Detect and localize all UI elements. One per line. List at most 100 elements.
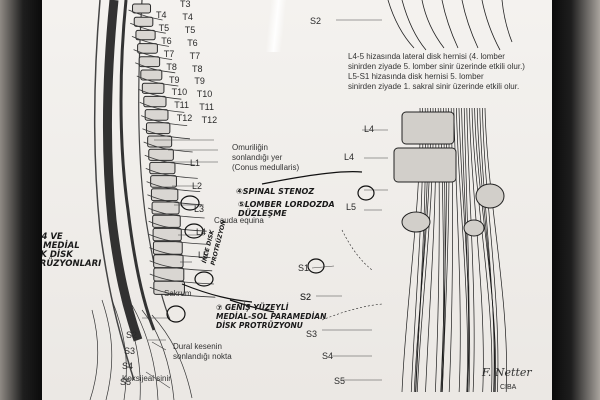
thoracic-level-label: T11 (199, 102, 215, 113)
thoracic-level-label: T8 (192, 63, 203, 74)
vertebral-body (138, 56, 161, 68)
right-l4-label-lower: L4 (344, 152, 355, 162)
thoracic-level-label: T4 (182, 11, 193, 22)
cauda-strand (458, 107, 471, 393)
cauda-strand (453, 107, 461, 393)
vertebral-body (151, 201, 180, 215)
vertebral-body (144, 109, 169, 121)
right-s3-label: S3 (306, 329, 318, 339)
nerve-root (146, 181, 201, 192)
coccygeal-nerve-label: Koksijeal sinir (122, 374, 171, 383)
thoracic-level-label: T10 (196, 89, 213, 100)
vertebral-body (132, 3, 152, 14)
thoracic-level-label-left: T11 (174, 100, 190, 111)
vertebral-body (150, 175, 177, 188)
dural-sac-end-label: Dural kesenin sonlandığı nokta (173, 342, 232, 361)
right-s2-label: S2 (300, 292, 312, 302)
cauda-strand (471, 107, 493, 393)
thoracic-level-label: T6 (187, 37, 198, 48)
nerve-root (143, 141, 193, 153)
nerve-root (141, 115, 188, 126)
cauda-strand (484, 107, 507, 393)
lumbar-level-label: L4 (196, 227, 207, 237)
cauda-strand (479, 107, 495, 393)
s1-left-label: S1 (298, 263, 310, 273)
thoracic-level-label-left: T8 (166, 61, 177, 72)
nerve-root (148, 220, 207, 232)
vertebral-body (137, 43, 158, 54)
conus-label: Omuriliğin sonlandığı yer (Conus medulla… (232, 143, 300, 172)
right-s4-label: S4 (322, 351, 334, 361)
sacral-level-label: S3 (124, 345, 136, 356)
netter-signature: F. Netter (482, 366, 532, 379)
nerve-root (135, 62, 176, 74)
vertebral-body (133, 16, 154, 27)
cauda-strand (456, 107, 468, 393)
nerve-root (131, 36, 169, 47)
right-l4-label-upper: L4 (364, 124, 375, 134)
nerve-root (144, 154, 196, 166)
cauda-strand (474, 107, 497, 393)
vertebral-body (152, 227, 182, 242)
top-s2-label: S2 (310, 16, 322, 26)
caption-line-3: L5-S1 hizasında disk hernisi 5. lomber (348, 72, 484, 81)
nerve-root (128, 9, 163, 21)
lumbar-level-label: L2 (192, 181, 203, 191)
thoracic-level-label-left: T7 (163, 48, 175, 59)
nerve-root (149, 260, 213, 272)
handwritten-lumbar-lordosis: ⑤LOMBER LORDOZDA DÜZLEŞME (238, 200, 335, 218)
vertebral-body (152, 241, 183, 255)
nerve-root (148, 234, 209, 245)
caption-line-4: sinirden ziyade 1. sakral sinir üzerinde… (348, 82, 520, 91)
nerve-root (149, 273, 214, 285)
thoracic-level-label-left: T6 (161, 35, 172, 46)
cauda-strand (466, 107, 475, 393)
cauda-strand (463, 107, 470, 393)
handwritten-spinal-stenosis: ④SPINAL STENOZ (236, 187, 315, 196)
sacral-level-label: S2 (126, 330, 138, 340)
vertebral-body (143, 95, 167, 108)
hernia-caption: L4-5 hizasında lateral disk hernisi (4. … (348, 52, 525, 92)
vertebral-body (152, 214, 181, 228)
thoracic-level-label: T7 (189, 50, 201, 61)
vertebral-body (149, 161, 176, 175)
vertebral-body (153, 254, 184, 269)
vertebral-body (141, 82, 165, 94)
nerve-root (147, 194, 203, 206)
right-s5-label: S5 (334, 376, 346, 386)
nerve-root (130, 22, 166, 34)
thoracic-level-label: T9 (194, 76, 205, 87)
frame-right-edge (552, 0, 600, 400)
thoracic-level-label-left: T9 (169, 74, 180, 85)
handwritten-broad-protrusion: ⑦ GENİŞ YÜZEYLİ MEDİAL-SOL PARAMEDİAN Dİ… (216, 303, 327, 330)
nerve-root (147, 207, 205, 219)
vertebral-body (153, 267, 185, 282)
thoracic-level-label: T5 (184, 24, 196, 35)
thoracic-level-label: T3 (180, 0, 191, 9)
thoracic-level-label: T12 (201, 115, 218, 126)
cauda-strand (476, 107, 496, 393)
vertebral-body (135, 29, 156, 41)
ciba-mark: CIBA (500, 384, 517, 391)
sakrum-label: Sakrum (164, 289, 192, 298)
nerve-root (149, 286, 216, 298)
cauda-strand (469, 107, 484, 393)
nerve-root (139, 102, 185, 113)
thoracic-level-label-left: T4 (156, 10, 167, 20)
nerve-root (133, 49, 173, 60)
vertebral-body (147, 135, 173, 148)
nerve-root (136, 75, 179, 87)
sacral-level-label: S4 (122, 361, 134, 371)
right-l5-label: L5 (346, 202, 357, 212)
cauda-strand (482, 107, 499, 393)
caption-line-2: sinirden ziyade 5. lomber sinir üzerinde… (348, 62, 525, 71)
thoracic-level-label-left: T10 (171, 87, 188, 98)
cauda-equina-label: Cauda equina (214, 216, 264, 225)
spine-illustration (89, 0, 513, 400)
lumbar-level-label: L1 (190, 158, 201, 168)
nerve-root (142, 128, 190, 140)
sacral-level-label: S5 (120, 376, 132, 387)
poster-paper: Omuriliğin sonlandığı yer (Conus medulla… (42, 0, 552, 400)
lumbar-level-label: L5 (198, 250, 209, 260)
